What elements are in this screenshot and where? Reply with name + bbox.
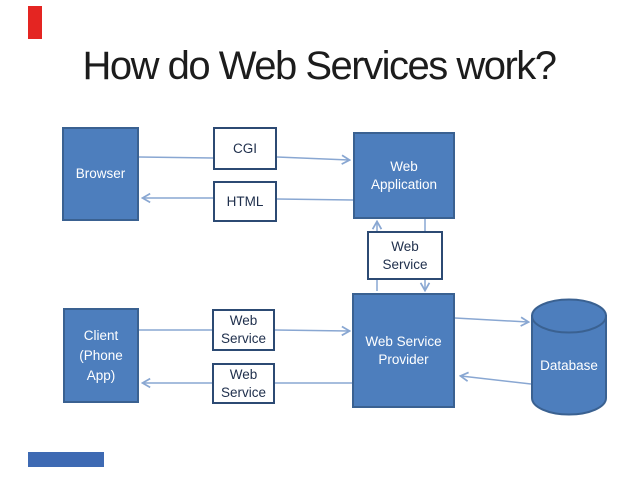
cgi-node: CGI	[213, 127, 277, 170]
web-application-label-line2: Application	[370, 176, 438, 192]
arrow-database-to-provider	[461, 376, 532, 385]
provider-label-line2: Provider	[378, 351, 429, 367]
html-node: HTML	[213, 181, 277, 222]
web-service-upper-label-line1: Web	[229, 313, 258, 328]
web-service-lower-node: Web Service	[212, 363, 275, 404]
client-label-line2: (Phone	[79, 347, 123, 363]
web-service-upper-node: Web Service	[212, 309, 275, 351]
arrow-provider-to-database	[454, 318, 528, 322]
arrow-ws-to-provider	[274, 330, 349, 331]
web-service-upper-label-line2: Service	[220, 331, 266, 346]
red-accent-bar	[28, 6, 42, 39]
web-service-lower-label-line2: Service	[220, 384, 266, 400]
provider-label-line1: Web Service	[365, 333, 442, 349]
arrow-webapp-to-html	[276, 198, 354, 201]
browser-node: Browser	[62, 127, 139, 221]
client-node: Client (Phone App)	[63, 308, 139, 403]
arrow-browser-to-cgi	[138, 156, 214, 159]
database-node	[531, 298, 607, 416]
web-service-lower-label-line1: Web	[229, 366, 258, 382]
web-service-provider-node: Web Service Provider	[352, 293, 455, 408]
web-application-label-line1: Web	[390, 158, 418, 174]
html-label: HTML	[226, 193, 264, 209]
cgi-label: CGI	[232, 140, 257, 156]
slide-title: How do Web Services work?	[82, 44, 557, 88]
web-service-middle-label-line2: Service	[382, 256, 428, 272]
client-label-line3: App)	[86, 367, 116, 383]
web-service-middle-label-line1: Web	[391, 238, 419, 254]
browser-label: Browser	[75, 166, 126, 181]
web-application-node: Web Application	[353, 132, 455, 219]
web-service-middle-node: Web Service	[367, 231, 443, 280]
arrow-cgi-to-webapp	[276, 157, 349, 160]
client-label-line1: Client	[83, 327, 119, 343]
database-label: Database	[540, 358, 598, 373]
footer-progress-bar	[28, 452, 104, 467]
